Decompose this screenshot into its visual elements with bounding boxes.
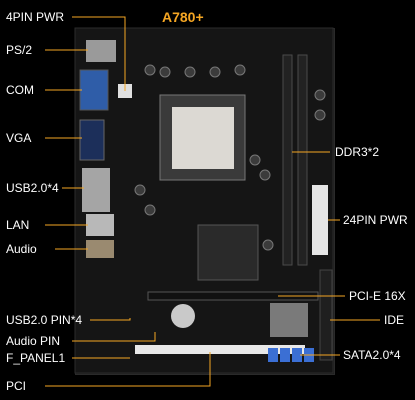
chipset-heatsink bbox=[197, 224, 259, 281]
leader-4pin bbox=[72, 16, 126, 91]
label-pcie: PCI-E 16X bbox=[349, 289, 406, 303]
atx-24pin-connector bbox=[312, 185, 328, 255]
sata-port-1 bbox=[268, 348, 278, 362]
board-model-title: A780+ bbox=[162, 9, 204, 25]
label-audio: Audio bbox=[6, 242, 37, 256]
lan-port bbox=[86, 214, 114, 236]
ram-slot-1 bbox=[282, 54, 293, 266]
label-lan: LAN bbox=[6, 218, 30, 232]
label-usb-pin: USB2.0 PIN*4 bbox=[6, 313, 83, 327]
leader-pci bbox=[45, 352, 211, 387]
label-24pin-pwr: 24PIN PWR bbox=[343, 213, 408, 227]
label-ps2: PS/2 bbox=[6, 43, 33, 57]
southbridge-heatsink bbox=[270, 303, 308, 337]
label-f-panel: F_PANEL1 bbox=[6, 351, 66, 365]
label-pci: PCI bbox=[6, 379, 27, 393]
label-ddr3: DDR3*2 bbox=[335, 145, 380, 159]
ram-slot-2 bbox=[297, 54, 308, 266]
com-port bbox=[79, 69, 109, 111]
label-com: COM bbox=[6, 83, 34, 97]
cmos-battery bbox=[171, 304, 195, 328]
sata-port-2 bbox=[280, 348, 290, 362]
audio-jacks bbox=[86, 240, 114, 258]
leader-lines bbox=[45, 16, 380, 387]
label-audio-pin: Audio PIN bbox=[6, 334, 61, 348]
ps2-port bbox=[86, 40, 116, 62]
label-4pin-pwr: 4PIN PWR bbox=[6, 10, 65, 24]
label-vga: VGA bbox=[6, 131, 32, 145]
vga-port bbox=[79, 119, 105, 161]
pci-slot bbox=[135, 345, 305, 354]
capacitors bbox=[134, 64, 326, 251]
label-sata: SATA2.0*4 bbox=[343, 348, 401, 362]
sata-port-3 bbox=[292, 348, 302, 362]
cpu-socket bbox=[172, 107, 234, 169]
ide-connector bbox=[319, 269, 333, 361]
usb-ports bbox=[82, 168, 110, 212]
leader-audiopin bbox=[72, 332, 156, 342]
label-ide: IDE bbox=[384, 313, 405, 327]
leader-usbpin bbox=[90, 318, 131, 321]
label-usb: USB2.0*4 bbox=[6, 181, 59, 195]
